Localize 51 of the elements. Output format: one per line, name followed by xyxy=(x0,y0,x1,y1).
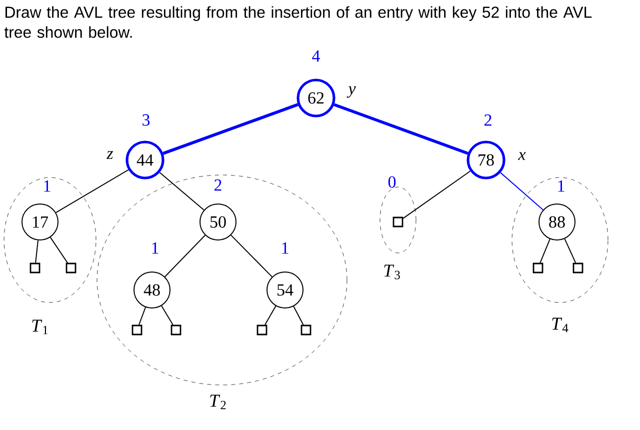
height-label: 4 xyxy=(312,50,320,62)
variable-label: x xyxy=(518,152,526,160)
leaf-square xyxy=(392,216,404,228)
title: Draw the AVL tree resulting from the insertion of an entry with key 52 into the AVL tree shown below. xyxy=(4,6,592,38)
variable-label: y xyxy=(346,86,356,98)
tree-node: 48 xyxy=(134,272,170,308)
connector xyxy=(159,172,204,211)
connector xyxy=(138,306,146,326)
height-label: 2 xyxy=(484,114,492,126)
leaf-square xyxy=(132,324,142,336)
node-label: T$_{2}$ xyxy=(210,394,226,410)
connector xyxy=(161,305,174,326)
height-label: 1 xyxy=(152,242,158,254)
subtree-region: T$_{3}$ xyxy=(380,186,416,280)
leaf-square xyxy=(300,324,312,336)
tree-node: 88 xyxy=(538,204,576,240)
connector xyxy=(293,306,304,326)
tree-node: 50 xyxy=(200,204,236,240)
connector xyxy=(35,240,38,264)
height-label: 1 xyxy=(558,180,564,192)
tree-node: 62 xyxy=(296,78,336,118)
connector xyxy=(500,172,544,210)
connector xyxy=(50,236,68,264)
leaf-square xyxy=(66,262,76,274)
connector xyxy=(55,169,129,214)
height-label: 3 xyxy=(142,114,150,126)
leaf-square xyxy=(532,262,544,274)
connector xyxy=(564,238,576,264)
connector xyxy=(334,103,468,155)
variable-label: z xyxy=(106,151,114,159)
height-label: 0 xyxy=(388,176,396,188)
connector xyxy=(264,306,276,326)
connector xyxy=(402,170,471,219)
tree-node: 78 xyxy=(466,140,506,180)
tree-node: 17 xyxy=(22,204,58,240)
leaf-square xyxy=(170,324,182,336)
leaf-square xyxy=(572,262,584,274)
connector xyxy=(230,234,273,278)
tree-node: 54 xyxy=(266,272,304,308)
leaf-square xyxy=(30,262,40,274)
node-label: T$_{1}$ xyxy=(32,320,48,334)
node-label: T$_{4}$ xyxy=(552,318,568,332)
tree-node: 44 xyxy=(126,140,164,180)
node-label: T$_{3}$ xyxy=(384,264,400,280)
connector xyxy=(540,238,550,264)
height-label: 1 xyxy=(44,180,50,192)
connector xyxy=(162,103,298,155)
height-label: 2 xyxy=(214,179,222,191)
connector xyxy=(164,234,206,278)
leaf-square xyxy=(256,324,268,336)
height-label: 1 xyxy=(282,242,288,254)
